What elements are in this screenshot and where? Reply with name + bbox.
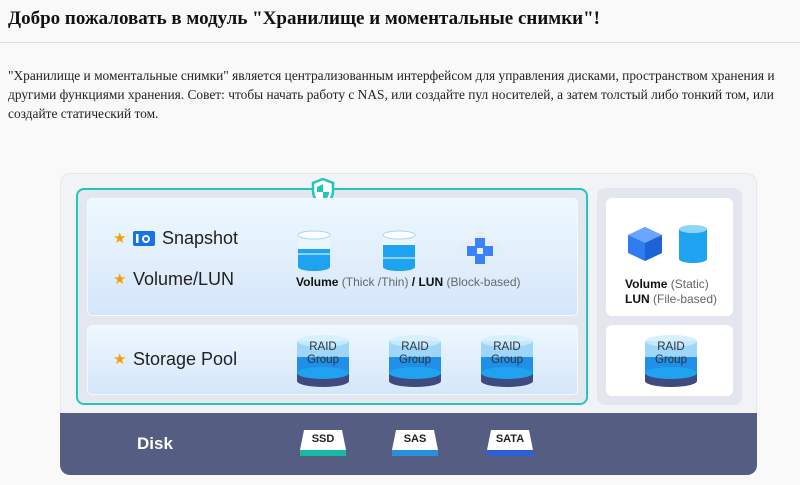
star-icon: ★ xyxy=(113,270,127,288)
sas-icon xyxy=(392,430,438,456)
ssd-disk: SSD xyxy=(300,430,346,456)
static-volume-caption: Volume (Static) LUN (File-based) xyxy=(625,277,717,307)
volume-lun-caption: Volume (Thick /Thin) / LUN (Block-based) xyxy=(296,275,521,289)
raid-icon xyxy=(297,335,349,387)
raid-text: RAID xyxy=(493,341,521,353)
ssd-icon xyxy=(300,430,346,456)
star-icon: ★ xyxy=(113,229,127,247)
volume-lun-card xyxy=(87,198,578,316)
group-text: Group xyxy=(655,354,687,366)
block-lun-icon xyxy=(461,232,499,270)
thick-volume-icon xyxy=(297,230,331,271)
sas-disk: SAS xyxy=(392,430,438,456)
raid-text: RAID xyxy=(309,341,337,353)
page-title: Добро пожаловать в модуль "Хранилище и м… xyxy=(8,8,600,29)
file-type-text: (File-based) xyxy=(649,292,718,306)
static-type-text: (Static) xyxy=(667,277,709,291)
raid-icon xyxy=(645,335,697,387)
sata-text: SATA xyxy=(495,433,525,445)
static-volume-card xyxy=(606,198,733,316)
volume-type-text: (Thick /Thin) xyxy=(338,275,409,289)
cube-icon xyxy=(628,227,662,261)
thin-volume-icon xyxy=(382,230,416,271)
sata-disk: SATA xyxy=(487,430,533,456)
group-text: Group xyxy=(491,354,523,366)
raid-text: RAID xyxy=(401,341,429,353)
volume-text: Volume xyxy=(296,275,339,289)
file-lun-text: LUN xyxy=(625,292,650,306)
volume-lun-label: Volume/LUN xyxy=(133,269,235,289)
star-icon: ★ xyxy=(113,350,127,368)
sata-icon xyxy=(487,430,533,456)
camera-icon xyxy=(133,231,155,246)
raid-text: RAID xyxy=(657,341,685,353)
raid-icon xyxy=(481,335,533,387)
sas-text: SAS xyxy=(403,433,427,445)
snapshot-label: Snapshot xyxy=(162,228,239,248)
static-volume-text: Volume xyxy=(625,277,668,291)
storage-pool-label: Storage Pool xyxy=(133,349,238,369)
raid-icon xyxy=(389,335,441,387)
lun-text: / LUN xyxy=(408,275,444,289)
disk-label: Disk xyxy=(137,434,173,453)
description-text: "Хранилище и моментальные снимки" являет… xyxy=(8,68,775,121)
divider xyxy=(0,42,800,43)
lun-type-text: (Block-based) xyxy=(443,275,521,289)
group-text: Group xyxy=(307,354,339,366)
cylinder-icon xyxy=(679,225,707,263)
group-text: Group xyxy=(399,354,431,366)
ssd-text: SSD xyxy=(311,433,335,445)
